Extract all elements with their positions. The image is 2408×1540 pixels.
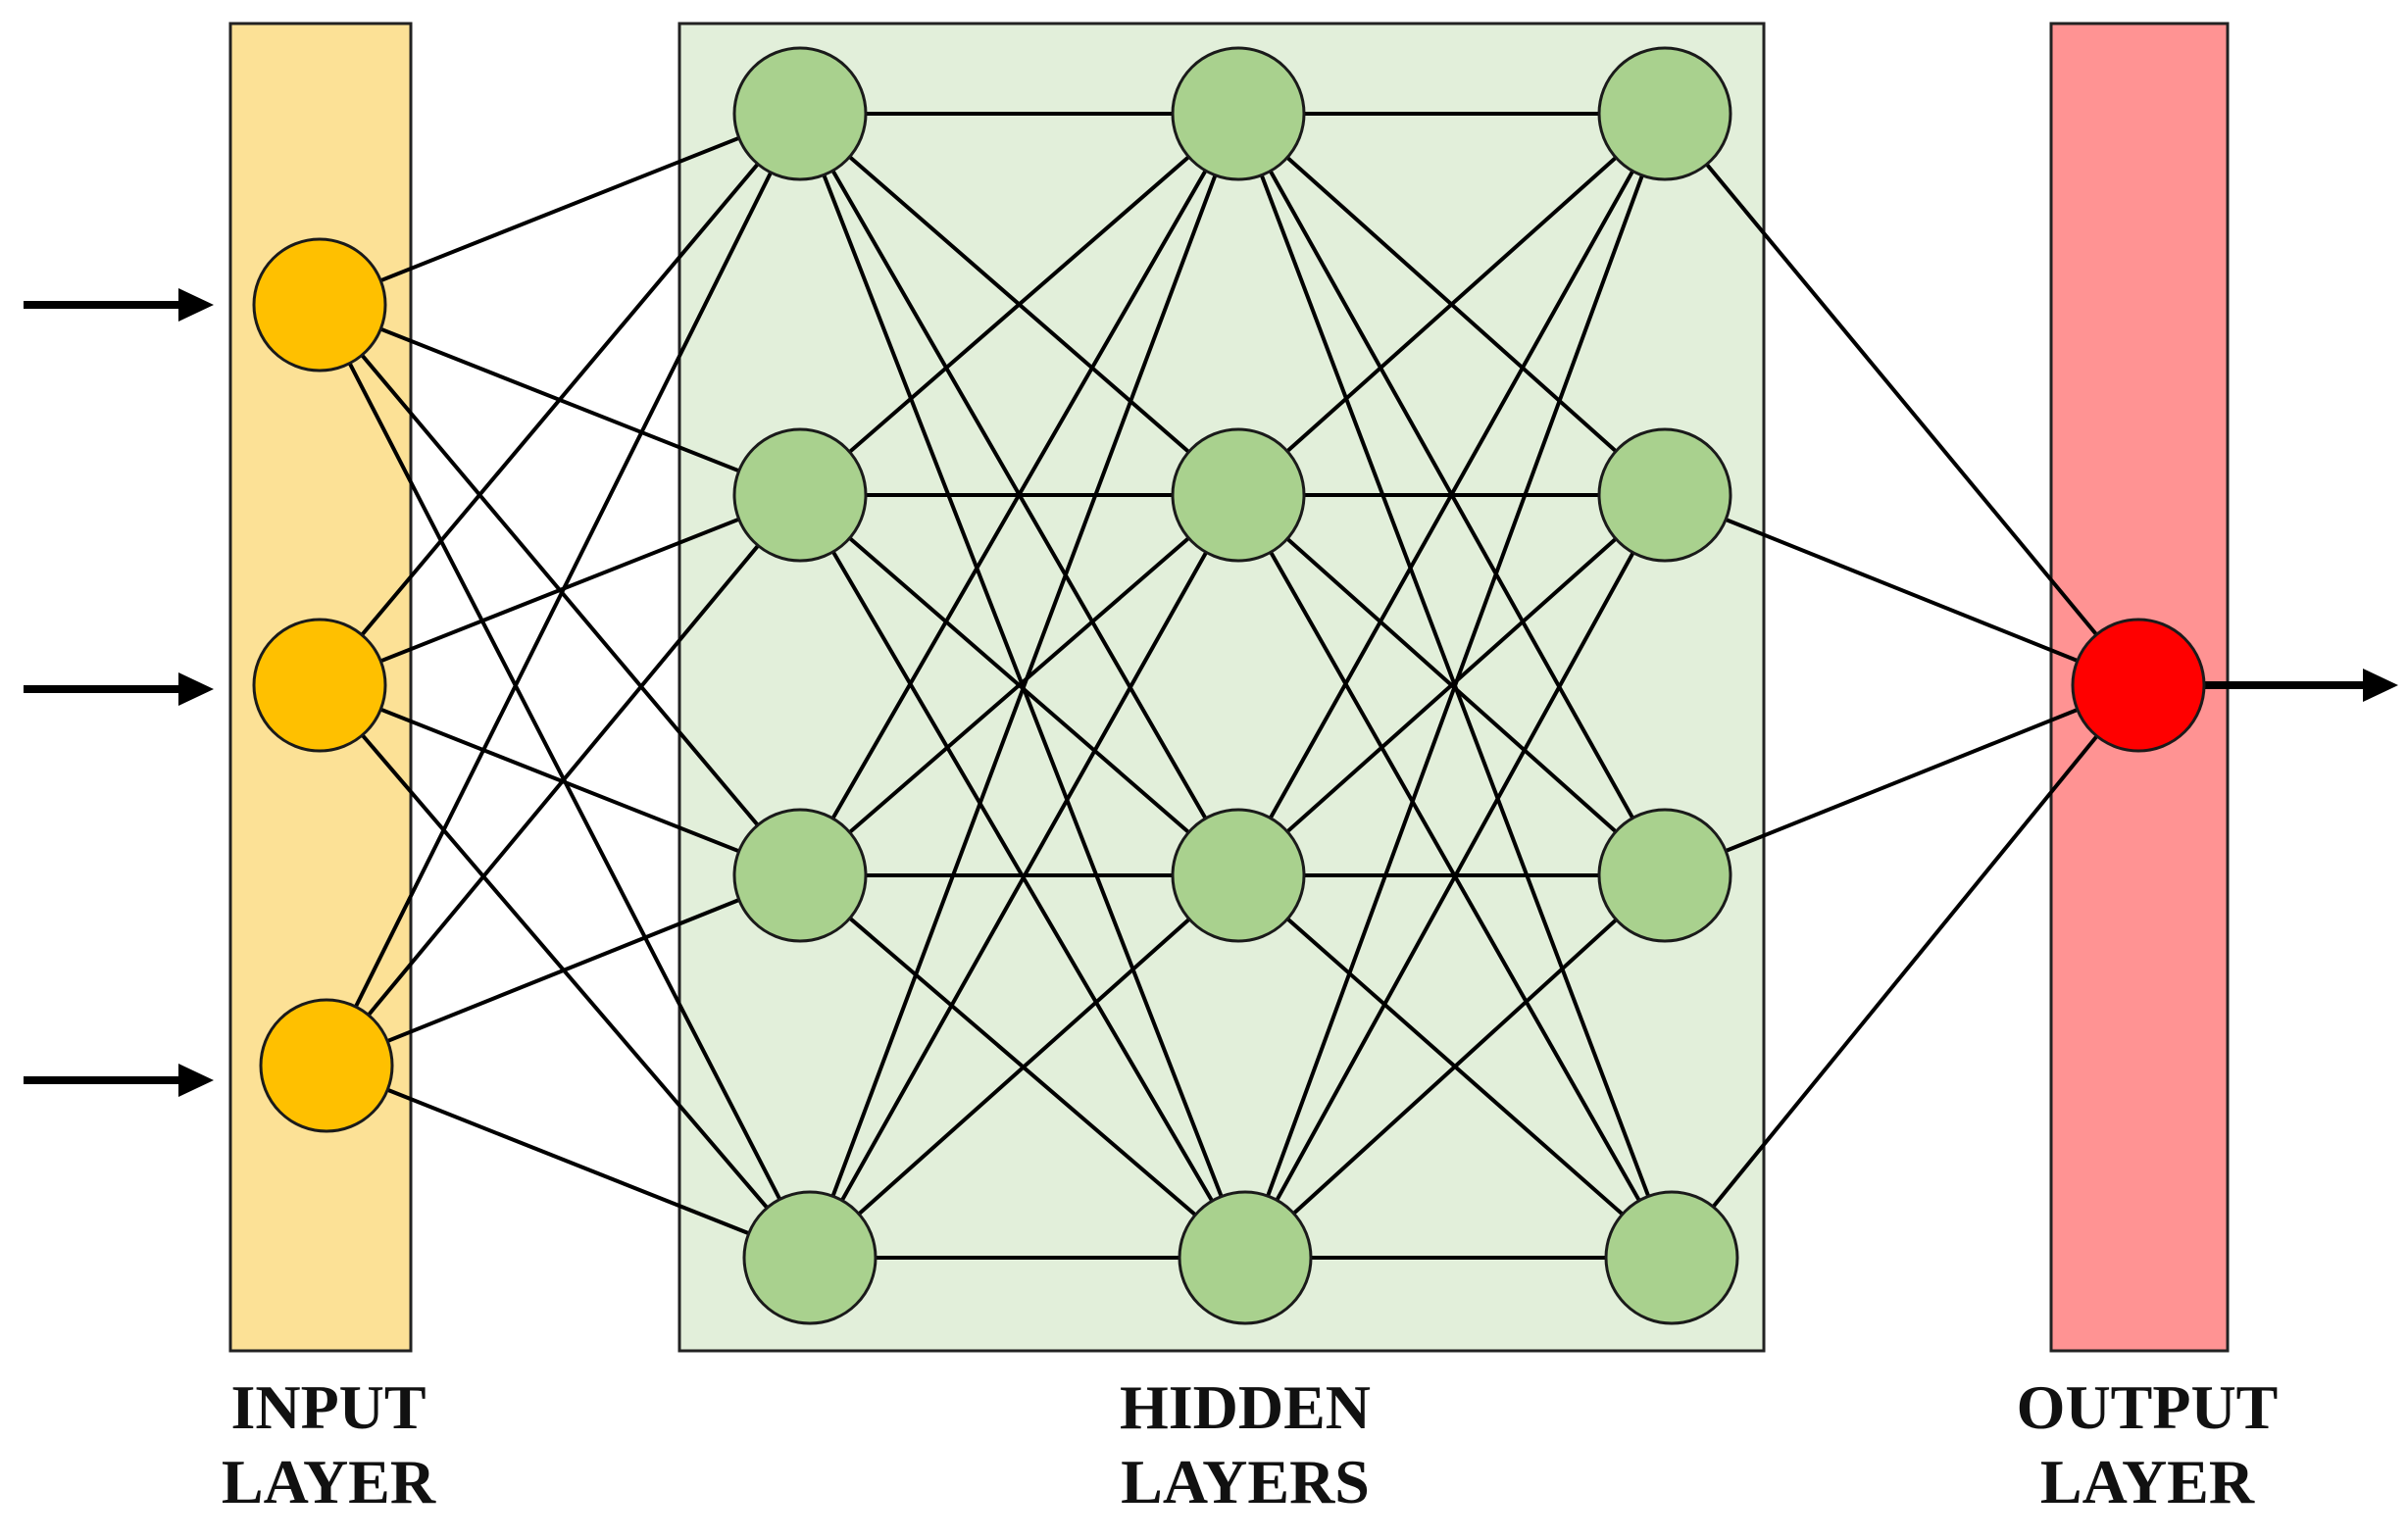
- hidden-node: [732, 46, 868, 181]
- connection-edge: [319, 112, 801, 307]
- connection-edge: [1236, 493, 1667, 877]
- input-layer-label: INPUT LAYER: [181, 1370, 476, 1519]
- output-layer-label-line1: OUTPUT: [2016, 1372, 2279, 1442]
- output-layer-label: OUTPUT LAYER: [1990, 1370, 2304, 1519]
- connection-edge: [325, 113, 802, 1067]
- hidden-node: [742, 1190, 878, 1325]
- connection-edge: [1243, 494, 1667, 1259]
- connection-edge: [326, 1064, 811, 1260]
- connection-edges: [318, 112, 2140, 1260]
- output-layer-label-line2: LAYER: [2039, 1447, 2255, 1516]
- connection-edge: [1243, 113, 1667, 1259]
- input-node: [252, 618, 387, 753]
- connection-edge: [319, 683, 801, 877]
- input-arrow: [24, 1064, 214, 1097]
- input-layer-label-line2: LAYER: [221, 1447, 436, 1516]
- connection-edge: [1236, 113, 1667, 876]
- connection-edge: [808, 494, 1240, 1259]
- input-arrow: [24, 288, 214, 322]
- connection-edge: [798, 493, 1240, 877]
- connection-edge: [1664, 683, 2139, 877]
- hidden-node: [1597, 46, 1732, 181]
- input-arrow: [24, 672, 214, 706]
- connection-edge: [1243, 873, 1667, 1260]
- connection-edge: [1236, 112, 1667, 497]
- output-node: [2071, 618, 2206, 753]
- network-nodes: [252, 46, 2206, 1325]
- hidden-layers-label: HIDDEN LAYERS: [1088, 1370, 1402, 1519]
- hidden-layers-panel: [677, 22, 1766, 1353]
- input-layer-label-line1: INPUT: [230, 1372, 426, 1442]
- io-arrows: [24, 288, 2398, 1097]
- connection-edge: [808, 113, 1240, 1259]
- hidden-node: [1597, 427, 1732, 563]
- hidden-node: [1178, 1190, 1313, 1325]
- connection-edge: [1663, 112, 2140, 687]
- hidden-layers-label-line1: HIDDEN: [1119, 1372, 1372, 1442]
- output-arrow: [2204, 669, 2398, 702]
- connection-edge: [326, 873, 801, 1068]
- connection-edge: [798, 112, 1240, 497]
- hidden-node: [1171, 427, 1306, 563]
- connection-edge: [1670, 683, 2140, 1260]
- hidden-node: [732, 427, 868, 563]
- input-node: [252, 237, 387, 373]
- hidden-node: [1604, 1190, 1739, 1325]
- connection-edge: [319, 493, 801, 687]
- hidden-node: [1171, 808, 1306, 943]
- hidden-layers-label-line2: LAYERS: [1121, 1447, 1370, 1516]
- hidden-node: [1171, 46, 1306, 181]
- connection-edge: [325, 493, 802, 1068]
- hidden-node: [732, 808, 868, 943]
- connection-edge: [808, 873, 1240, 1260]
- input-node: [259, 998, 394, 1133]
- hidden-node: [1597, 808, 1732, 943]
- connection-edge: [1664, 493, 2139, 687]
- connection-edge: [318, 112, 802, 687]
- connection-edge: [798, 113, 1240, 876]
